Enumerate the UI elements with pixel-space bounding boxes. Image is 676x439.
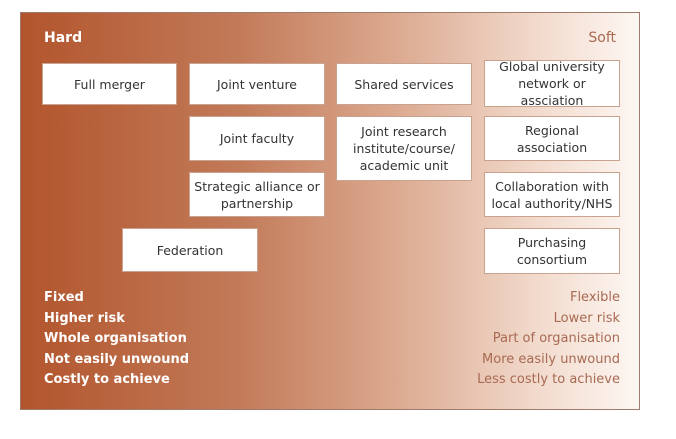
soft-trait: Less costly to achieve xyxy=(477,372,620,388)
box-regional: Regional association xyxy=(484,116,620,161)
box-strategic-alliance: Strategic alliance or partnership xyxy=(189,172,325,217)
box-collaboration: Collaboration with local authority/NHS xyxy=(484,172,620,217)
box-full-merger: Full merger xyxy=(42,63,177,105)
hard-trait: Not easily unwound xyxy=(44,351,190,367)
box-shared-services: Shared services xyxy=(336,63,472,105)
hard-trait: Costly to achieve xyxy=(44,372,170,388)
box-global-network: Global university network or assciation xyxy=(484,59,620,108)
soft-traits: Flexible Lower risk Part of organisation… xyxy=(477,288,620,391)
hard-label: Hard xyxy=(44,30,83,46)
hard-trait: Higher risk xyxy=(44,310,125,326)
box-joint-research: Joint research institute/course/ academi… xyxy=(336,116,472,181)
hard-trait: Whole organisation xyxy=(44,331,187,347)
box-purchasing: Purchasing consortium xyxy=(484,228,620,274)
box-federation: Federation xyxy=(122,228,258,272)
box-joint-faculty: Joint faculty xyxy=(189,116,325,161)
box-joint-venture: Joint venture xyxy=(189,63,325,105)
soft-trait: Part of organisation xyxy=(492,331,620,347)
soft-trait: Flexible xyxy=(569,290,620,305)
soft-trait: Lower risk xyxy=(553,310,620,326)
hard-trait: Fixed xyxy=(44,290,84,305)
hard-traits: Fixed Higher risk Whole organisation Not… xyxy=(44,288,189,391)
soft-trait: More easily unwound xyxy=(482,351,620,367)
soft-label: Soft xyxy=(588,30,616,46)
